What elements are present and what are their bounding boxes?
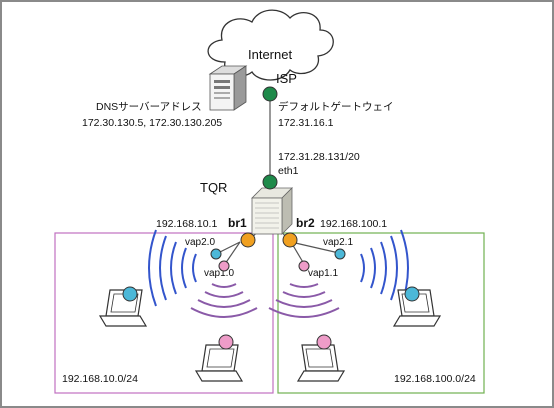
isp-label: ISP xyxy=(276,71,297,86)
laptop-icon-br1-pink xyxy=(194,344,244,382)
br1-purple-waves xyxy=(190,283,258,318)
client-dot-br2-blue xyxy=(404,286,420,302)
vap21-label: vap2.1 xyxy=(323,237,353,248)
vap20-label: vap2.0 xyxy=(185,237,215,248)
client-dot-br2-pink xyxy=(316,334,332,350)
br1-ip: 192.168.10.1 xyxy=(156,218,217,230)
client-dot-br1-blue xyxy=(122,286,138,302)
internet-label: Internet xyxy=(248,47,292,62)
isp-node xyxy=(262,86,278,102)
br2-node xyxy=(282,232,298,248)
br1-network: 192.168.10.0/24 xyxy=(62,373,138,385)
br2-ip: 192.168.100.1 xyxy=(320,218,387,230)
vap11-label: vap1.1 xyxy=(308,268,338,279)
internet-cloud: Internet xyxy=(207,9,334,81)
br2-purple-waves xyxy=(268,283,340,318)
br2-vap21-link xyxy=(290,241,340,254)
br1-blue-waves xyxy=(148,229,197,307)
br1-node xyxy=(240,232,256,248)
tqr-label: TQR xyxy=(200,180,227,195)
tqr-wan-ip: 172.31.28.131/20 xyxy=(278,151,360,163)
gateway-label: デフォルトゲートウェイ xyxy=(278,100,394,113)
gateway-ip: 172.31.16.1 xyxy=(278,117,334,129)
br1-name: br1 xyxy=(228,216,247,230)
vap20-node xyxy=(210,248,222,260)
dns-server-icon xyxy=(208,65,248,111)
dns-ips: 172.30.130.5, 172.30.130.205 xyxy=(82,117,222,129)
tqr-router-icon xyxy=(251,187,293,235)
br2-name: br2 xyxy=(296,216,315,230)
tqr-wan-if: eth1 xyxy=(278,165,299,177)
vap11-node xyxy=(298,260,310,272)
vap10-node xyxy=(218,260,230,272)
br1-subnet-box xyxy=(54,232,274,394)
vap21-node xyxy=(334,248,346,260)
eth1-node xyxy=(262,174,278,190)
br2-network: 192.168.100.0/24 xyxy=(394,373,476,385)
vap10-label: vap1.0 xyxy=(204,268,234,279)
dns-label: DNSサーバーアドレス xyxy=(96,101,202,113)
client-dot-br1-pink xyxy=(218,334,234,350)
laptop-icon-br2-pink xyxy=(296,344,346,382)
br1-vap20-link xyxy=(217,241,241,254)
br1-vap10-link xyxy=(224,241,241,265)
